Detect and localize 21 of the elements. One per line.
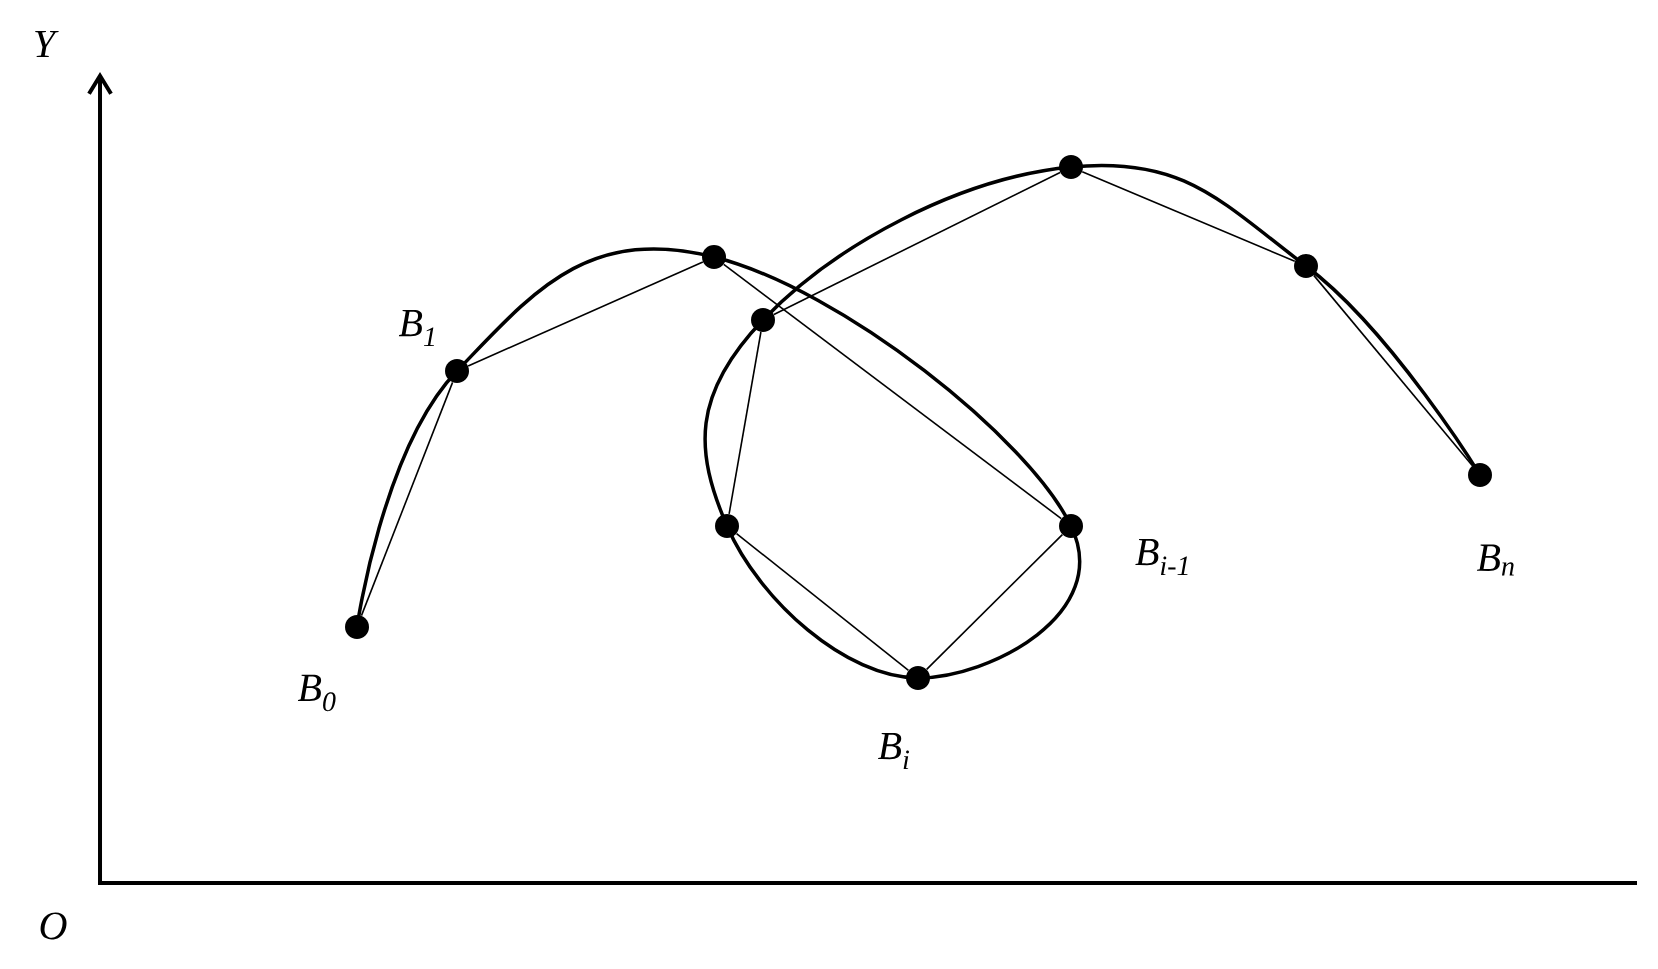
line-segment xyxy=(467,261,704,367)
line-segment xyxy=(728,331,762,515)
point xyxy=(715,514,739,538)
point-label: B$_{n}$ xyxy=(1476,544,1514,576)
point xyxy=(1059,155,1083,179)
line-segment xyxy=(773,171,1061,316)
axis-label: O xyxy=(40,912,67,940)
line-segment xyxy=(1313,274,1473,467)
point-label: B$_{i-1}$ xyxy=(1135,538,1188,576)
point xyxy=(751,308,775,332)
point-label: B$_{i}$ xyxy=(878,732,909,770)
point xyxy=(702,245,726,269)
line-segment xyxy=(722,263,1063,520)
line-segment xyxy=(360,381,454,617)
point-label: B$_{0}$ xyxy=(297,674,336,712)
line-segment xyxy=(735,532,910,672)
line-segment xyxy=(925,533,1064,671)
axis-label: Y xyxy=(35,30,59,58)
line-segment xyxy=(1081,170,1296,263)
point xyxy=(1294,254,1318,278)
point-label: B$_{1}$ xyxy=(398,309,434,347)
